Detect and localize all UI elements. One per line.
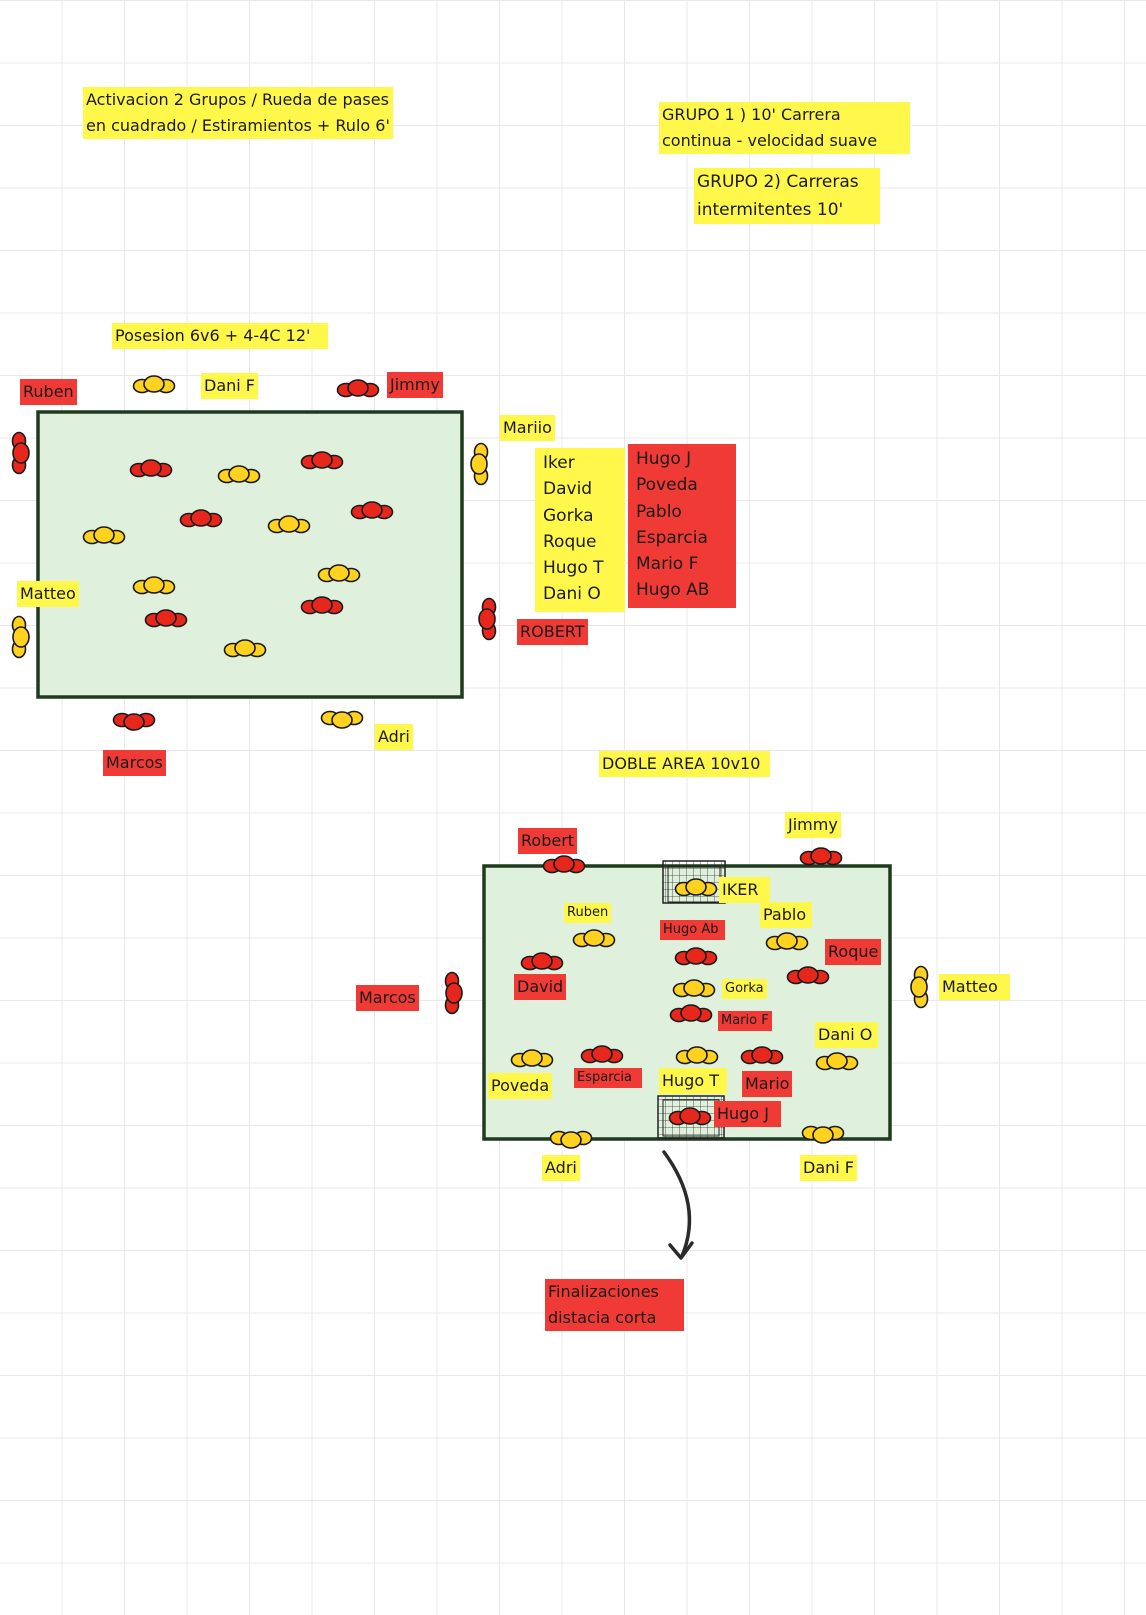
- label-esparcia: Esparcia: [574, 1068, 642, 1088]
- list-item: Hugo T: [543, 558, 604, 579]
- list-item: Pablo: [636, 501, 682, 522]
- list-item: Hugo AB: [636, 580, 710, 601]
- player-yellow: [549, 1130, 593, 1149]
- label-ruben: Ruben: [20, 379, 77, 405]
- label-robert: ROBERT: [517, 619, 588, 645]
- activation-note: Activacion 2 Grupos / Rueda de pases en …: [83, 87, 393, 139]
- label-adri: Adri: [542, 1155, 580, 1181]
- label-roque: Roque: [825, 939, 882, 965]
- list-item: Esparcia: [636, 527, 708, 548]
- label-mariio: Mariio: [500, 415, 555, 441]
- group1-note-line-1: GRUPO 1 ) 10' Carrera: [662, 105, 841, 124]
- finish-note: Finalizaciones distacia corta: [545, 1279, 684, 1331]
- finish-note-line-2: distacia corta: [548, 1308, 657, 1327]
- label-hugo-j: Hugo J: [714, 1101, 781, 1127]
- label-ruben: Ruben: [564, 903, 612, 923]
- player-yellow: [320, 710, 364, 729]
- label-marcos: Marcos: [356, 985, 419, 1011]
- label-gorka: Gorka: [722, 979, 767, 999]
- group1-note: GRUPO 1 ) 10' Carrera continua - velocid…: [659, 102, 910, 154]
- player-red: [542, 855, 586, 874]
- list-item: Gorka: [543, 505, 594, 526]
- label-mario: Mario: [742, 1071, 793, 1097]
- list-item: Hugo J: [636, 449, 692, 469]
- activation-note-line-1: Activacion 2 Grupos / Rueda de pases: [86, 90, 389, 109]
- player-red: [799, 847, 843, 866]
- label-jimmy: Jimmy: [785, 812, 841, 838]
- activation-note-line-2: en cuadrado / Estiramientos + Rulo 6': [86, 116, 390, 135]
- drill2-title: DOBLE AREA 10v10: [599, 751, 771, 777]
- label-dani-f: Dani F: [201, 373, 258, 399]
- player-red: [478, 597, 497, 641]
- list-item: Dani O: [543, 584, 601, 605]
- red-team-list: Hugo J Poveda Pablo Esparcia Mario F Hug…: [628, 444, 736, 608]
- label-jimmy: Jimmy: [387, 372, 443, 398]
- player-yellow: [132, 375, 176, 394]
- label-matteo: Matteo: [17, 581, 79, 607]
- label-iker: IKER: [719, 877, 771, 903]
- player-red: [444, 971, 463, 1015]
- label-mario-f: Mario F: [718, 1011, 772, 1031]
- list-item: Poveda: [636, 475, 698, 496]
- label-marcos: Marcos: [103, 750, 166, 776]
- player-red: [112, 712, 156, 731]
- list-item: Mario F: [636, 554, 699, 575]
- label-poveda: Poveda: [488, 1073, 553, 1099]
- player-yellow: [11, 615, 30, 659]
- group2-note: GRUPO 2) Carreras intermitentes 10': [694, 168, 880, 224]
- group2-note-line-2: intermitentes 10': [697, 200, 844, 220]
- player-yellow: [470, 442, 489, 486]
- player-red: [336, 379, 380, 398]
- player-red: [11, 431, 30, 475]
- list-item: Iker: [543, 453, 575, 473]
- label-pablo: Pablo: [760, 902, 813, 928]
- group2-note-line-1: GRUPO 2) Carreras: [697, 172, 859, 192]
- label-dani-o: Dani O: [815, 1022, 879, 1048]
- group1-note-line-2: continua - velocidad suave: [662, 131, 878, 150]
- list-item: David: [543, 479, 593, 500]
- label-matteo: Matteo: [939, 974, 1010, 1000]
- label-robert: Robert: [518, 828, 578, 854]
- label-hugo-t: Hugo T: [659, 1068, 727, 1094]
- yellow-team-list: Iker David Gorka Roque Hugo T Dani O: [535, 448, 625, 612]
- label-adri: Adri: [375, 724, 413, 750]
- player-yellow: [910, 965, 929, 1009]
- label-hugo-ab: Hugo Ab: [660, 920, 725, 940]
- finish-note-line-1: Finalizaciones: [548, 1282, 659, 1301]
- label-dani-f: Dani F: [800, 1155, 857, 1181]
- list-item: Roque: [543, 531, 597, 552]
- label-david: David: [514, 974, 567, 1000]
- drill1-title: Posesion 6v6 + 4-4C 12': [112, 323, 329, 349]
- down-arrow-icon: [662, 1150, 694, 1260]
